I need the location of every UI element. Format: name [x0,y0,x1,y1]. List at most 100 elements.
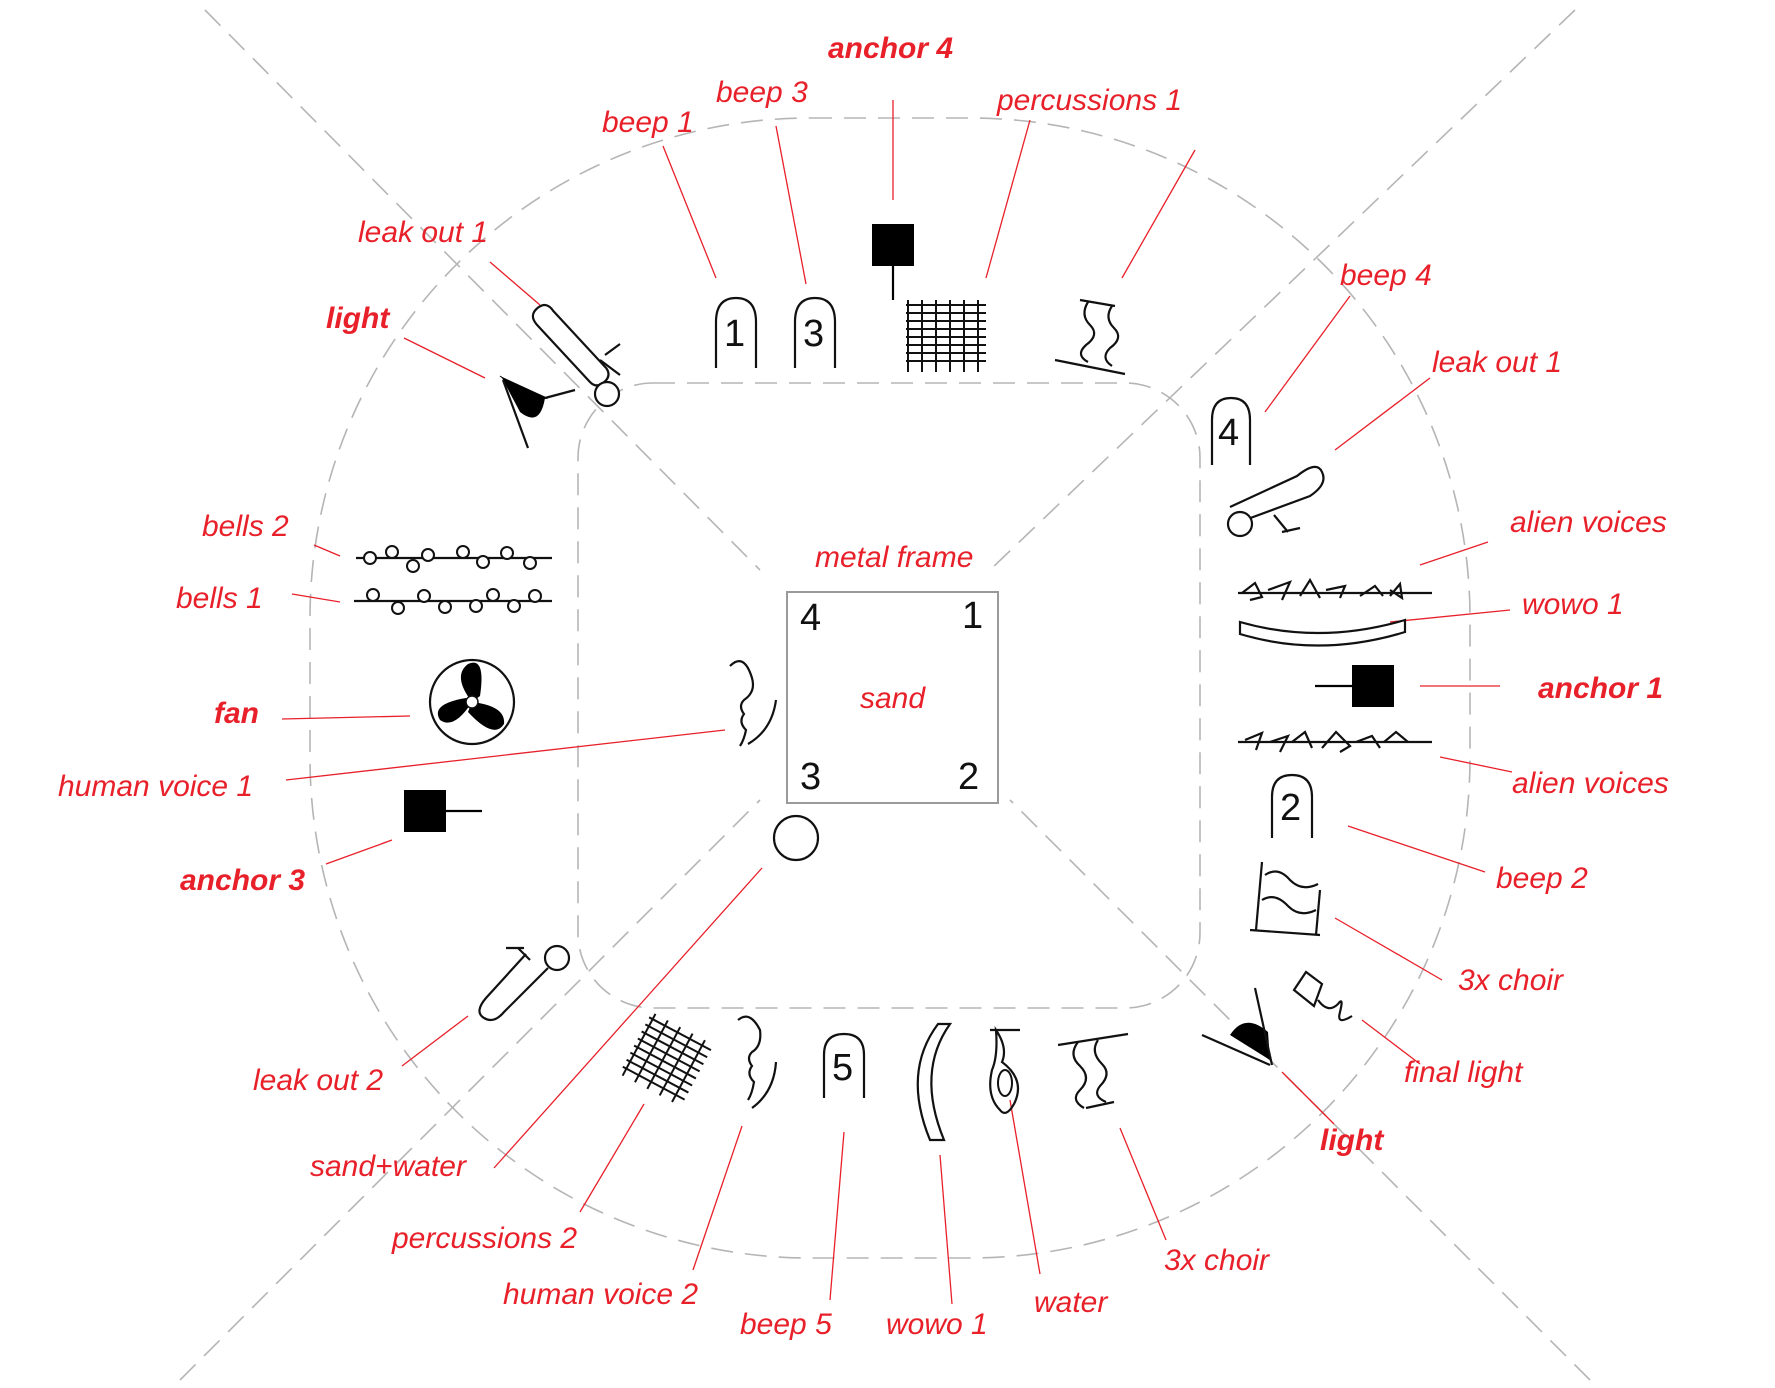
corner-number-br: 2 [958,756,979,798]
beep-capsule-icon [1210,396,1252,465]
wowo-1-b-label: wowo 1 [886,1308,988,1341]
leak-out-1-right: leak out 1 [1226,346,1562,538]
bells-2: bells 2 [202,510,552,573]
choir-wave-icon [1249,861,1322,937]
anchor-icon [872,224,914,266]
light-icon [499,375,576,449]
percussion-grid-icon [906,300,986,372]
leak-out-1-topleft: leak out 1 [358,216,621,408]
beep-4-label: beep 4 [1340,259,1432,292]
corner-number-bl: 3 [800,756,821,798]
wowo-icon [916,1022,953,1142]
beep-3: beep 3 3 [716,76,837,368]
anchor-4-label: anchor 4 [828,32,953,65]
beep-3-number: 3 [803,313,824,355]
choir-r-label: 3x choir [1458,964,1564,997]
beep-2-number: 2 [1280,787,1301,829]
percussion-grid-icon [621,1013,712,1103]
sand-water-circle-icon [772,814,820,862]
water-vase-icon [989,1025,1020,1114]
wowo-1-r-label: wowo 1 [1522,588,1624,621]
choir-b-label: 3x choir [1164,1244,1270,1277]
choir-bottom: 3x choir [1057,1032,1270,1277]
sand-label: sand [860,682,926,715]
beep-1-number: 1 [724,313,745,355]
leak-out-2: leak out 2 [253,944,571,1097]
metal-frame [786,591,999,804]
anchor-1: anchor 1 [1315,665,1663,707]
choir-top [1054,149,1196,376]
inner-square [577,382,1201,1009]
final-light: final light [1292,970,1524,1089]
fan-icon [428,658,516,746]
percussions-1-label: percussions 1 [996,84,1182,117]
wowo-icon [1238,618,1407,647]
anchor-icon [404,790,446,832]
corner-number-tr: 1 [962,595,983,637]
leak-out-1-tl-label: leak out 1 [358,216,488,249]
beep-capsule-icon [793,296,837,368]
beep-capsule-icon [1270,773,1314,838]
light-br-label: light [1320,1124,1385,1157]
leak-out-icon [478,944,571,1022]
alien-voices-top: alien voices [1238,506,1667,602]
water: water [989,1025,1108,1319]
alien-voices-icon [1238,577,1432,602]
light-bottomright: light [1201,987,1385,1157]
human-voice-2-label: human voice 2 [503,1278,698,1311]
beep-4-number: 4 [1218,412,1239,454]
light-tl-label: light [326,302,391,335]
bells-1-label: bells 1 [176,582,263,615]
beep-3-label: beep 3 [716,76,808,109]
alien-voices-bottom: alien voices [1238,730,1669,800]
bells-icon [356,545,552,573]
bells-2-label: bells 2 [202,510,289,543]
final-light-label: final light [1404,1056,1524,1089]
anchor-1-label: anchor 1 [1538,672,1663,705]
beep-1: beep 1 1 [602,106,758,368]
human-voice-1: human voice 1 [58,660,778,803]
choir-right: 3x choir [1249,861,1564,997]
beep-1-label: beep 1 [602,106,694,139]
metal-frame-group: metal frame sand 4 1 3 2 [786,541,999,804]
fan-label: fan [214,697,259,730]
percussions-1: percussions 1 [906,84,1182,372]
sand-water: sand+water [310,814,820,1183]
choir-wave-icon [1054,298,1126,376]
beep-capsule-icon [822,1032,866,1098]
anchor-3: anchor 3 [180,790,482,897]
leak-out-2-label: leak out 2 [253,1064,383,1097]
leak-out-1-r-label: leak out 1 [1432,346,1562,379]
beep-5-label: beep 5 [740,1308,832,1341]
alien-voices-icon [1238,730,1432,753]
human-voice-1-label: human voice 1 [58,770,253,803]
wowo-1-right: wowo 1 [1238,588,1624,647]
diagonal-guide-bl [179,799,761,1381]
bells-1: bells 1 [176,582,552,615]
beep-2-label: beep 2 [1496,862,1588,895]
corner-number-tl: 4 [800,597,821,639]
alien-voices-bottom-label: alien voices [1512,767,1669,800]
beep-4: beep 4 4 [1210,259,1432,465]
anchor-icon [1352,665,1394,707]
beep-capsule-icon [714,296,758,368]
diagonal-guide-tl [204,9,761,571]
human-voice-icon [729,660,778,747]
light-icon [1201,987,1274,1067]
leak-out-icon [531,303,621,408]
anchor-4: anchor 4 [828,32,953,300]
human-voice-icon [737,1015,778,1109]
light-topleft: light [326,302,576,449]
sand-water-label: sand+water [310,1150,467,1183]
leak-out-icon [1226,465,1325,538]
beep-2: beep 2 2 [1270,773,1588,895]
bells-icon [354,588,552,615]
outer-ring [309,117,1471,1259]
water-label: water [1034,1286,1108,1319]
anchor-3-label: anchor 3 [180,864,305,897]
choir-wave-icon [1057,1032,1129,1110]
beep-5-number: 5 [832,1047,853,1089]
human-voice-2: human voice 2 [503,1015,778,1311]
final-light-icon [1292,970,1353,1022]
